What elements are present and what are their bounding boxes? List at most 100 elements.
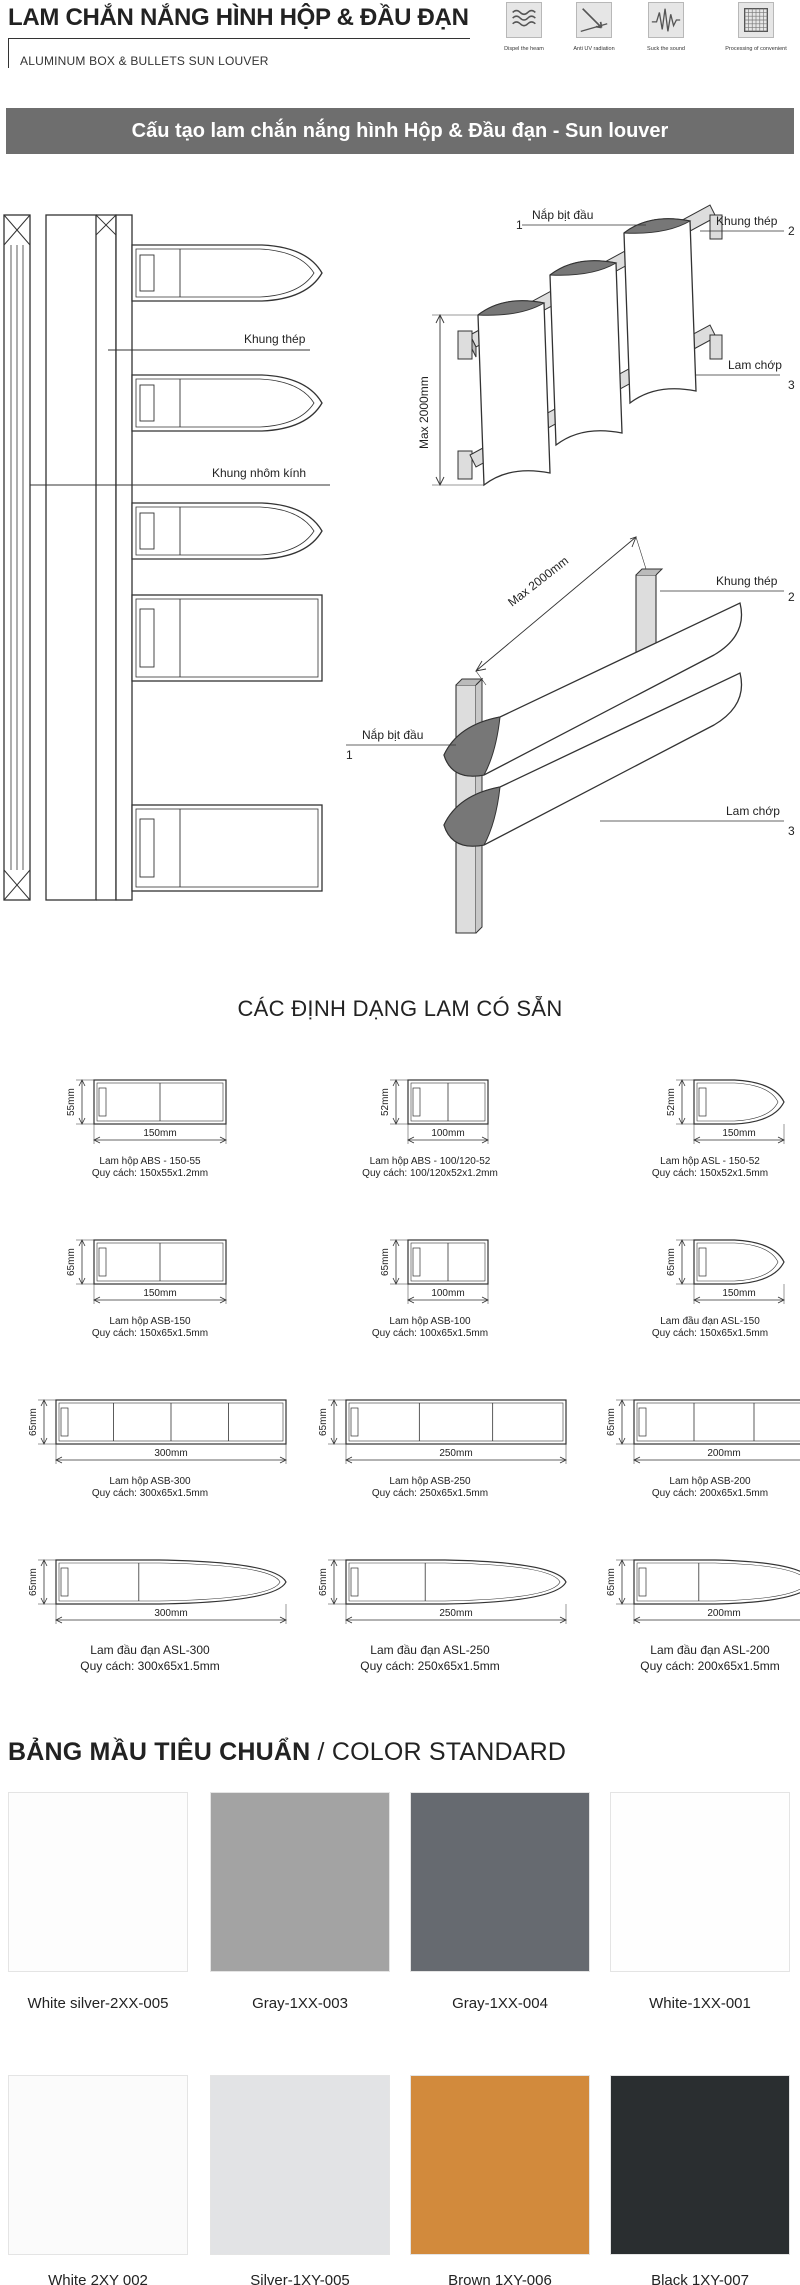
label-khung-thep-left: Khung thép [244, 332, 306, 346]
color-swatch-label: Brown 1XY-006 [448, 2272, 552, 2285]
label-n3-top: 3 [788, 378, 795, 392]
color-swatch-label: White silver-2XX-005 [27, 1995, 169, 2012]
profile-spec: Quy cách: 150x55x1.2mm [92, 1168, 208, 1179]
color-swatch-label: Silver-1XY-005 [250, 2272, 350, 2285]
dim-max-horizontal: Max 2000mm [505, 554, 571, 610]
profile-spec: Quy cách: 150x52x1.5mm [652, 1168, 768, 1179]
profile-height: 65mm [318, 1568, 329, 1596]
color-swatch-label: White-1XX-001 [649, 1995, 751, 2012]
color-swatch [410, 1792, 590, 1972]
profile-height: 65mm [28, 1568, 39, 1596]
feature-label: Suck the sound [647, 46, 685, 52]
section-box-louver-1 [131, 594, 323, 682]
sound-icon [648, 2, 684, 38]
label-n2-top: 2 [788, 224, 795, 238]
profile-height: 65mm [318, 1408, 329, 1436]
profile-width: 250mm [439, 1448, 472, 1459]
profile-width: 250mm [439, 1608, 472, 1619]
color-swatch-label: Black 1XY-007 [651, 2272, 749, 2285]
profile-name: Lam hộp ASB-200 [669, 1476, 751, 1487]
profile-height: 65mm [606, 1568, 617, 1596]
feature-label: Processing of convenient [725, 46, 787, 52]
uv-icon [576, 2, 612, 38]
profile-width: 300mm [154, 1448, 187, 1459]
label-n2-bottom: 2 [788, 590, 795, 604]
feature-sound: Suck the sound [634, 2, 698, 52]
title-underline [8, 38, 470, 39]
structure-drawing: Khung thép Khung nhôm kính Max 2000mm Nắ… [3, 204, 795, 934]
profile-name: Lam hộp ABS - 100/120-52 [370, 1156, 491, 1167]
label-n1-top: 1 [516, 218, 523, 232]
page-subtitle: ALUMINUM BOX & BULLETS SUN LOUVER [20, 54, 269, 68]
label-khung-nhom-kinh: Khung nhôm kính [212, 466, 306, 480]
profile-height: 65mm [380, 1248, 391, 1276]
profile-width: 100mm [431, 1288, 464, 1299]
feature-uv: Anti UV radiation [562, 2, 626, 52]
color-swatch [8, 2075, 188, 2255]
structure-banner: Cấu tạo lam chắn nắng hình Hộp & Đầu đạn… [6, 108, 794, 154]
label-nap-bit-dau-bottom: Nắp bịt đầu [362, 727, 423, 742]
label-n1-bottom: 1 [346, 748, 353, 762]
feature-label: Dispel the heam [504, 46, 544, 52]
color-swatch [610, 2075, 790, 2255]
color-heading-rest: / COLOR STANDARD [310, 1738, 567, 1766]
profile-spec: Quy cách: 150x65x1.5mm [652, 1328, 768, 1339]
profile-width: 100mm [431, 1128, 464, 1139]
label-nap-bit-dau-top: Nắp bịt đầu [532, 207, 593, 222]
section-bullet-louver-3 [131, 502, 323, 560]
dim-max-vertical: Max 2000mm [417, 376, 431, 449]
profile-height: 55mm [66, 1088, 77, 1116]
section-bullet-louver-2 [131, 374, 323, 432]
profile-spec: Quy cách: 250x65x1.5mm [372, 1488, 488, 1499]
label-lam-chop-bottom: Lam chớp [726, 804, 780, 818]
horizontal-louver-3d: Max 2000mm Nắp bịt đầu 1 Khung thép 2 La… [346, 536, 795, 934]
profile-spec: Quy cách: 250x65x1.5mm [360, 1659, 499, 1673]
profile-height: 65mm [606, 1408, 617, 1436]
profile-name: Lam hộp ASB-250 [389, 1476, 471, 1487]
profile-width: 150mm [722, 1288, 755, 1299]
profile-width: 200mm [707, 1448, 740, 1459]
feature-grid: Processing of convenient [724, 2, 788, 52]
profile-name: Lam đầu đạn ASL-250 [370, 1643, 490, 1657]
label-lam-chop-top: Lam chớp [728, 358, 782, 372]
profile-spec: Quy cách: 300x65x1.5mm [80, 1659, 219, 1673]
profile-spec: Quy cách: 200x65x1.5mm [652, 1488, 768, 1499]
profile-name: Lam hộp ASB-100 [389, 1316, 471, 1327]
profile-spec: Quy cách: 100/120x52x1.2mm [362, 1168, 498, 1179]
color-swatch [410, 2075, 590, 2255]
profile-spec: Quy cách: 200x65x1.5mm [640, 1659, 779, 1673]
formats-title: CÁC ĐỊNH DẠNG LAM CÓ SẴN [237, 996, 563, 1021]
section-box-louver-2 [131, 804, 323, 892]
color-swatch-label: White 2XY 002 [48, 2272, 148, 2285]
profile-spec: Quy cách: 150x65x1.5mm [92, 1328, 208, 1339]
vertical-louver-3d: Max 2000mm Nắp bịt đầu 1 Khung thép 2 La… [417, 204, 795, 487]
profile-width: 150mm [143, 1128, 176, 1139]
label-khung-thep-bottom: Khung thép [716, 574, 778, 588]
label-khung-thep-top: Khung thép [716, 214, 778, 228]
feature-heat: Dispel the heam [492, 2, 556, 52]
profile-height: 52mm [666, 1088, 677, 1116]
title-side-rule [8, 38, 9, 68]
profile-width: 150mm [722, 1128, 755, 1139]
profile-height: 65mm [28, 1408, 39, 1436]
section-frame [3, 214, 133, 901]
color-swatch-label: Gray-1XX-004 [452, 1995, 548, 2012]
color-standard-heading: BẢNG MẦU TIÊU CHUẨN / COLOR STANDARD [8, 1738, 566, 1767]
profile-height: 65mm [66, 1248, 77, 1276]
color-swatch [210, 1792, 390, 1972]
section-bullet-louver-1 [131, 244, 323, 302]
profile-width: 150mm [143, 1288, 176, 1299]
profile-spec: Quy cách: 100x65x1.5mm [372, 1328, 488, 1339]
color-swatch [8, 1792, 188, 1972]
page-title: LAM CHẮN NẮNG HÌNH HỘP & ĐẦU ĐẠN [8, 4, 469, 31]
